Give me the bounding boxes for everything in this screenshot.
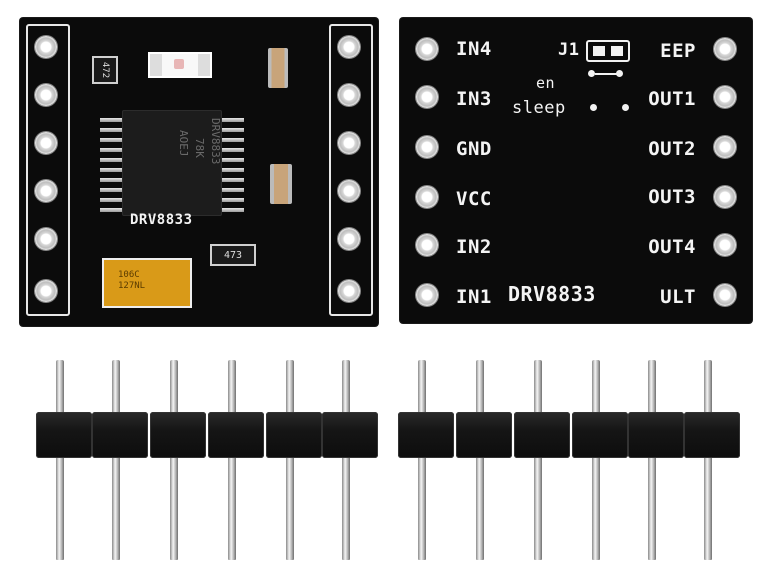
right-pad-outline [329, 24, 373, 316]
pad [714, 234, 736, 256]
pad [338, 180, 360, 202]
header-pin [648, 360, 656, 560]
pin-label-in3: IN3 [456, 88, 492, 110]
pin-label-in2: IN2 [456, 236, 492, 258]
led [148, 52, 212, 78]
header-block [456, 412, 512, 458]
pad [714, 186, 736, 208]
left-pad-outline [26, 24, 70, 316]
pin-header-right [398, 360, 740, 560]
pad [416, 136, 438, 158]
header-pin [56, 360, 64, 560]
resistor-top: 472 [92, 56, 118, 84]
pin-label-out3: OUT3 [648, 186, 696, 208]
pin-label-in4: IN4 [456, 38, 492, 60]
header-block [628, 412, 684, 458]
pad [338, 280, 360, 302]
header-pin [228, 360, 236, 560]
header-pin [476, 360, 484, 560]
header-pin [704, 360, 712, 560]
header-block [208, 412, 264, 458]
tantalum-capacitor: 106C 127NL [102, 258, 192, 308]
front-chip-label: DRV8833 [130, 212, 193, 228]
pin-label-out1: OUT1 [648, 88, 696, 110]
header-block [36, 412, 92, 458]
pad [416, 234, 438, 256]
back-board: IN4 IN3 GND VCC IN2 IN1 EEP OUT1 OUT2 OU… [400, 18, 752, 323]
header-pin [342, 360, 350, 560]
capacitor [270, 164, 292, 204]
header-block [150, 412, 206, 458]
header-pin [170, 360, 178, 560]
capacitor [268, 48, 288, 88]
driver-chip: DRV8833 78K AOEJ [122, 110, 222, 216]
header-block [514, 412, 570, 458]
tantalum-marking-2: 127NL [118, 281, 146, 291]
header-block [266, 412, 322, 458]
pad [416, 38, 438, 60]
pad [714, 284, 736, 306]
header-pin [112, 360, 120, 560]
pin-label-in1: IN1 [456, 286, 492, 308]
pin-label-gnd: GND [456, 138, 492, 160]
front-board: 472 DRV8833 78K AOEJ DRV8833 473 106C 12… [20, 18, 378, 326]
pad [338, 36, 360, 58]
pad [35, 132, 57, 154]
sleep-dot [590, 104, 597, 111]
jumper-pads [586, 40, 630, 62]
pad [338, 84, 360, 106]
sleep-label: sleep [512, 98, 566, 118]
resistor-top-label: 472 [99, 61, 110, 79]
jumper-label: J1 [558, 40, 580, 60]
chip-marking-1: DRV8833 [209, 118, 222, 165]
header-block [684, 412, 740, 458]
back-board-name: DRV8833 [508, 282, 596, 306]
pad [338, 132, 360, 154]
header-block [572, 412, 628, 458]
pad [416, 284, 438, 306]
header-block [322, 412, 378, 458]
pad [714, 136, 736, 158]
pad [35, 228, 57, 250]
pin-label-ult: ULT [660, 286, 696, 308]
header-block [398, 412, 454, 458]
pad [714, 86, 736, 108]
pad [35, 36, 57, 58]
pin-label-out4: OUT4 [648, 236, 696, 258]
header-pin [286, 360, 294, 560]
header-pin [418, 360, 426, 560]
pin-label-vcc: VCC [456, 188, 492, 210]
header-pin [534, 360, 542, 560]
resistor-bottom: 473 [210, 244, 256, 266]
pin-label-out2: OUT2 [648, 138, 696, 160]
pad [35, 280, 57, 302]
pad [35, 84, 57, 106]
jumper-dot [616, 70, 623, 77]
chip-marking-3: AOEJ [177, 130, 190, 157]
en-label: en [536, 74, 556, 92]
pad [338, 228, 360, 250]
pad [714, 38, 736, 60]
pad [35, 180, 57, 202]
header-pin [592, 360, 600, 560]
jumper-dot [588, 70, 595, 77]
pad [416, 186, 438, 208]
tantalum-marking-1: 106C [118, 270, 140, 280]
sleep-dot [622, 104, 629, 111]
header-block [92, 412, 148, 458]
pin-header-left [36, 360, 378, 560]
pad [416, 86, 438, 108]
chip-marking-2: 78K [193, 138, 206, 158]
pin-label-eep: EEP [660, 40, 696, 62]
